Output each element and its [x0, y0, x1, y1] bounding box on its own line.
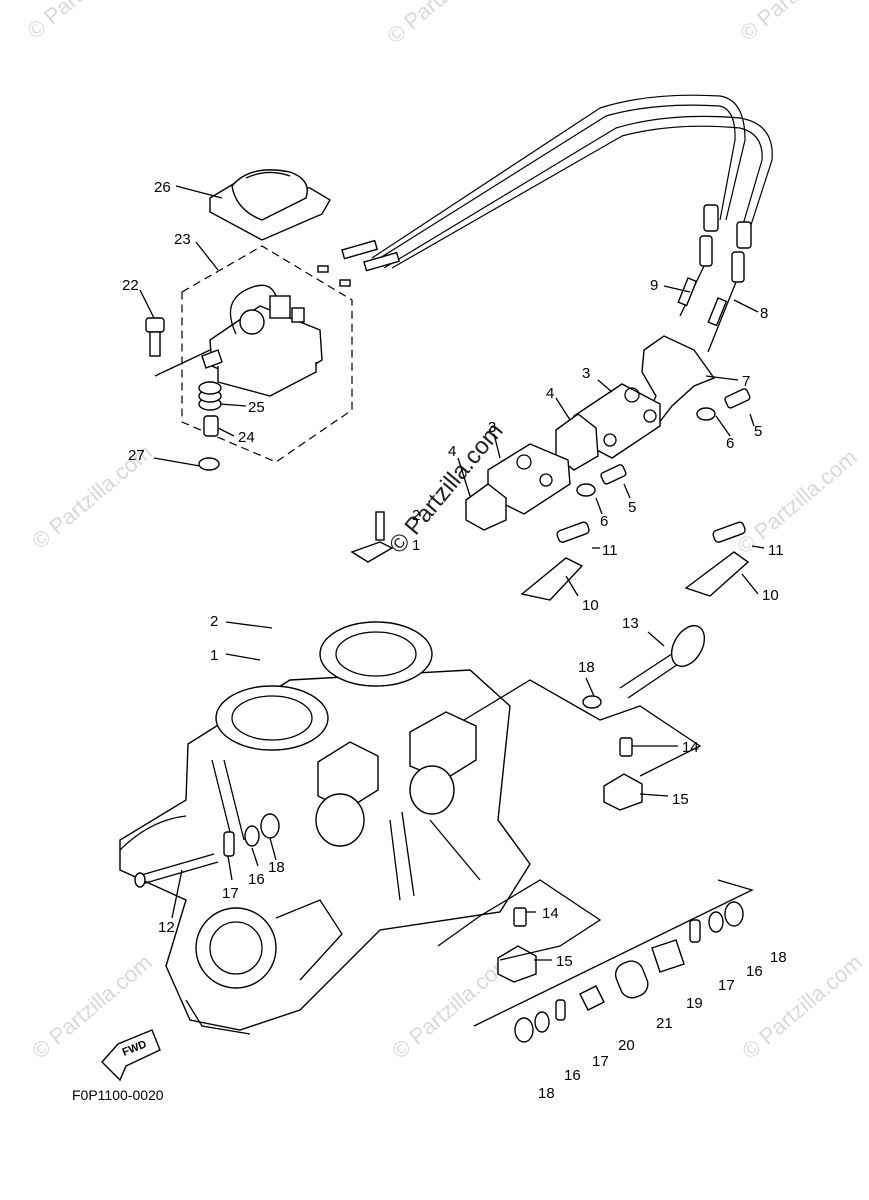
part-label: 9	[650, 277, 658, 294]
part-label: 15	[556, 953, 573, 970]
solenoid-assembly	[145, 245, 353, 471]
part-label: 3	[488, 419, 496, 436]
part-label: 16	[746, 963, 763, 980]
part-label: 15	[672, 791, 689, 808]
part-label: 1	[210, 647, 218, 664]
part-label: 14	[682, 739, 699, 756]
part-label: 4	[448, 443, 456, 460]
part-label: 13	[622, 615, 639, 632]
left-small-parts	[134, 813, 280, 888]
intake-brackets	[350, 335, 751, 601]
part-label: 11	[602, 542, 618, 559]
clip-sets	[437, 679, 702, 983]
part-label: 1	[412, 537, 420, 554]
part-label: 14	[542, 905, 559, 922]
watermark: © Partzilla.com	[382, 0, 512, 49]
part-label: 23	[174, 231, 191, 248]
part-label: 17	[592, 1053, 609, 1070]
part-label: 27	[128, 447, 145, 464]
part-label: 3	[582, 365, 590, 382]
part-label: 18	[770, 949, 787, 966]
part-label: 2	[412, 507, 420, 524]
watermark: © Partzilla.com	[22, 0, 152, 44]
cover-part	[209, 169, 331, 241]
part-label: 18	[268, 859, 285, 876]
part-label: 11	[768, 542, 784, 559]
part-label: 4	[546, 385, 554, 402]
part-label: 19	[686, 995, 703, 1012]
part-label: 5	[628, 499, 636, 516]
part-label: 6	[726, 435, 734, 452]
part-label: 7	[742, 373, 750, 390]
engine-block	[119, 621, 531, 1035]
part-label: 6	[600, 513, 608, 530]
part-label: 25	[248, 399, 265, 416]
part-label: 16	[248, 871, 265, 888]
part-label: 17	[718, 977, 735, 994]
right-small-parts	[473, 879, 754, 1043]
part-label: 16	[564, 1067, 581, 1084]
leader-lines	[139, 185, 765, 961]
part-label: 17	[222, 885, 239, 902]
part-label: 10	[762, 587, 779, 604]
part-label: 5	[754, 423, 762, 440]
part-label: 18	[538, 1085, 555, 1102]
part-label: 18	[578, 659, 595, 676]
part-label: 26	[154, 179, 171, 196]
part-label: 10	[582, 597, 599, 614]
watermark: © Partzilla.com	[732, 444, 862, 558]
part-label: 22	[122, 277, 139, 294]
part-label: 20	[618, 1037, 635, 1054]
part-label: 12	[158, 919, 175, 936]
watermark: © Partzilla.com	[735, 0, 865, 46]
forward-direction-icon: FWD	[101, 1029, 161, 1082]
part-labels: 26 23 22 25 24 27 9 8 7 3 4 5 6 3 4 5 6 …	[122, 179, 787, 1102]
part-label: 24	[238, 429, 255, 446]
drawing-code: F0P1100-0020	[72, 1087, 164, 1103]
shaft-part	[582, 625, 706, 709]
part-label: 8	[760, 305, 768, 322]
part-label: 2	[210, 613, 218, 630]
part-label: 21	[656, 1015, 673, 1032]
control-cables	[317, 94, 773, 353]
